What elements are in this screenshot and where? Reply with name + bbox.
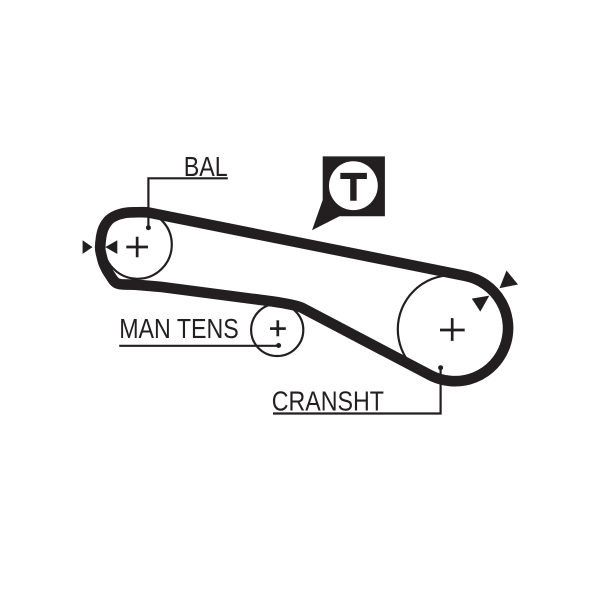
svg-text:BAL: BAL [184,152,228,182]
svg-text:CRANSHT: CRANSHT [272,387,384,417]
svg-text:MAN TENS: MAN TENS [119,314,239,344]
